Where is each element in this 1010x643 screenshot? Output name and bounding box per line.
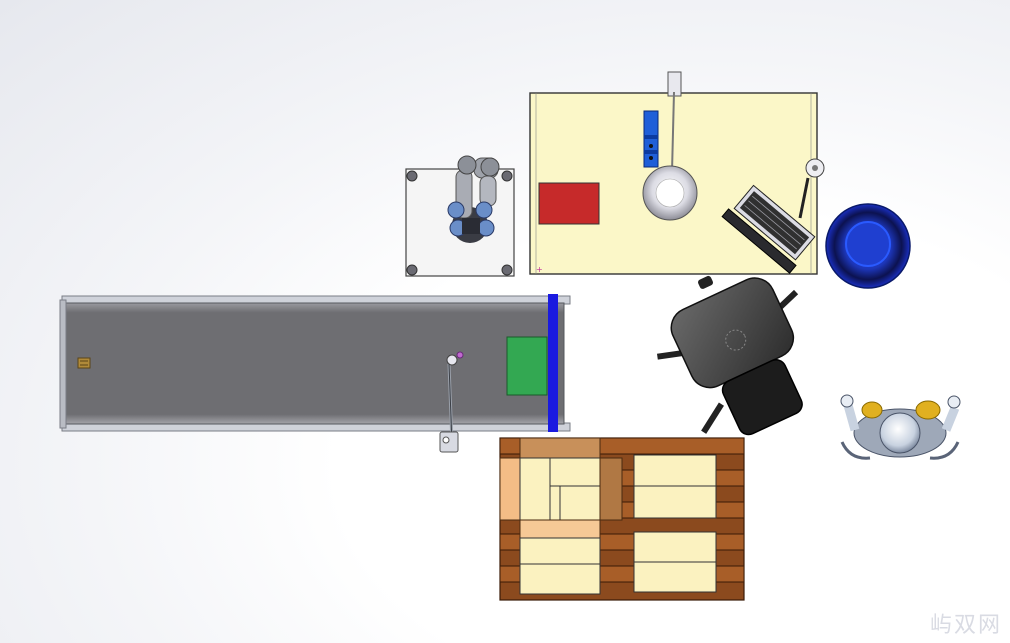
sensor-arm (439, 351, 464, 453)
svg-text:+: + (536, 265, 543, 274)
watermark-text: 屿双网 (929, 613, 1002, 638)
green-product-box (506, 336, 548, 396)
red-pad (538, 182, 600, 225)
operator-figure (840, 394, 961, 460)
conveyor-belt (59, 294, 571, 432)
office-chair (656, 275, 803, 436)
small-part (77, 357, 91, 369)
desk-lamp (642, 71, 698, 221)
conveyor-end-bar (548, 294, 558, 432)
keyboard-monitor (721, 158, 825, 274)
stack-light (643, 110, 659, 168)
pallet-with-cartons (499, 437, 745, 601)
collaborative-robot-arm (447, 155, 500, 243)
blue-bin (825, 203, 911, 289)
